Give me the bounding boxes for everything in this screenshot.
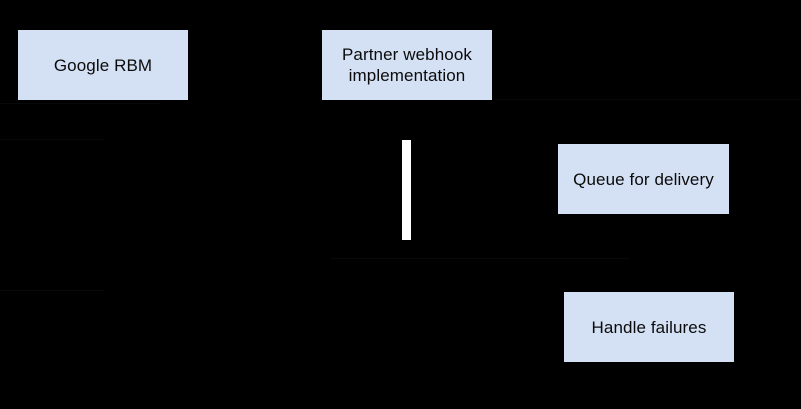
node-partner-webhook-implementation-label: Partner webhook implementation [341, 45, 473, 85]
connector-left-lower [0, 290, 105, 291]
node-handle-failures-label: Handle failures [591, 317, 707, 337]
node-handle-failures[interactable]: Handle failures [564, 292, 734, 362]
connector-vertical-white [402, 140, 411, 240]
node-google-rbm[interactable]: Google RBM [18, 30, 188, 100]
node-queue-for-delivery-label: Queue for delivery [573, 169, 714, 189]
connector-left-top [0, 103, 160, 104]
node-google-rbm-label: Google RBM [53, 55, 153, 75]
node-partner-webhook-implementation[interactable]: Partner webhook implementation [322, 30, 492, 100]
connector-mid-right [330, 258, 630, 259]
node-queue-for-delivery[interactable]: Queue for delivery [558, 144, 729, 214]
connector-right-top [495, 99, 801, 100]
connector-left-upper [0, 139, 105, 140]
